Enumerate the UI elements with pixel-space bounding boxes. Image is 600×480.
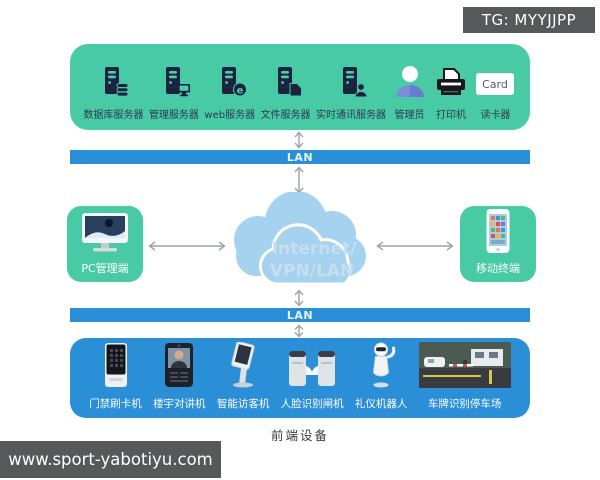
greeting-robot-image (366, 342, 396, 392)
tg-contact-badge: TG: MYYJJPP (463, 7, 595, 33)
server-layer-box: 数据库服务器 管理服务器 (70, 44, 530, 130)
server-label: 打印机 (435, 110, 466, 121)
pc-management-node: PC管理端 (67, 206, 143, 282)
desktop-monitor-icon (79, 212, 131, 258)
arrow-servers-to-lan (293, 131, 305, 153)
realtime-im-server-icon (334, 66, 368, 102)
node-administrator: 管理员 (392, 64, 428, 121)
node-greeting-robot: 礼仪机器人 (354, 342, 408, 411)
management-server-icon (157, 66, 191, 102)
node-license-plate-parking: 车牌识别停车场 (418, 342, 511, 411)
database-server-icon (96, 66, 130, 102)
node-face-recognition-gate: 人脸识别闸机 (281, 342, 344, 411)
node-web-server: e web服务器 (204, 66, 255, 121)
device-label: 礼仪机器人 (354, 398, 408, 410)
node-building-intercom: 楼宇对讲机 (153, 342, 206, 411)
server-label: web服务器 (204, 110, 256, 121)
device-label: 人脸识别闸机 (280, 398, 344, 410)
svg-text:Card: Card (483, 78, 509, 91)
server-label: 读卡器 (480, 110, 511, 121)
device-label: 智能访客机 (216, 398, 270, 410)
frontend-layer-box: 门禁刷卡机 楼宇对讲机 (70, 338, 530, 418)
server-label: 文件服务器 (260, 110, 311, 121)
node-realtime-im-server: 实时通讯服务器 (316, 66, 386, 121)
mobile-node-label: 移动终端 (476, 262, 520, 275)
printer-icon (433, 66, 469, 102)
node-file-server: 文件服务器 (261, 66, 311, 121)
frontend-layer-caption: 前端设备 (270, 428, 329, 443)
building-intercom-image (162, 342, 196, 392)
mobile-terminal-node: 移动终端 (460, 206, 536, 282)
smartphone-icon (485, 208, 511, 258)
card-reader-icon: Card (474, 70, 516, 102)
access-card-reader-image (99, 342, 133, 392)
device-label: 车牌识别停车场 (427, 398, 502, 410)
node-database-server: 数据库服务器 (83, 66, 143, 121)
pc-node-label: PC管理端 (81, 262, 129, 275)
arrow-lan-to-frontend (293, 323, 305, 342)
server-label: 数据库服务器 (83, 110, 144, 121)
cloud-label-line2: VPN/LAN (270, 261, 354, 281)
svg-text:e: e (236, 85, 243, 96)
visitor-kiosk-image (225, 341, 261, 392)
internet-cloud: Internet/ VPN/LAN (226, 191, 378, 292)
cloud-label-line1: Internet/ (272, 239, 357, 259)
license-plate-parking-image (418, 342, 511, 392)
watermark-url: www.sport-yabotiyu.com (0, 441, 221, 478)
file-server-icon (269, 66, 303, 102)
node-card-reader: Card 读卡器 (474, 70, 516, 121)
lan-bar-top: LAN (70, 150, 530, 164)
arrow-pc-to-cloud (147, 237, 227, 256)
server-label: 管理服务器 (148, 110, 199, 121)
administrator-icon (392, 64, 428, 102)
server-label: 实时通讯服务器 (316, 110, 387, 121)
device-label: 门禁刷卡机 (89, 398, 142, 410)
device-label: 楼宇对讲机 (153, 398, 206, 410)
node-access-card-reader: 门禁刷卡机 (89, 342, 142, 411)
web-server-icon: e (213, 66, 247, 102)
node-visitor-kiosk: 智能访客机 (216, 341, 270, 411)
server-label: 管理员 (394, 110, 425, 121)
face-recognition-gate-image (287, 342, 337, 392)
lan-bar-bottom: LAN (70, 308, 530, 322)
arrow-cloud-to-mobile (375, 237, 455, 256)
arrow-cloud-to-lan (293, 289, 305, 311)
node-management-server: 管理服务器 (149, 66, 199, 121)
node-printer: 打印机 (433, 66, 469, 121)
